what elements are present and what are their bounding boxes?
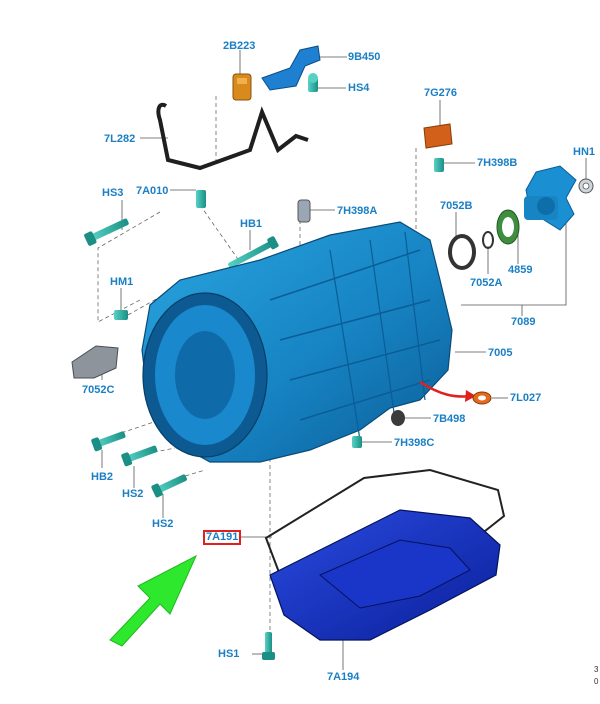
label-HS3[interactable]: HS3 <box>102 187 124 199</box>
label-7B498[interactable]: 7B498 <box>433 413 466 425</box>
connector-2B223 <box>232 73 252 101</box>
transmission-case-7005 <box>141 221 453 463</box>
oil-pan-7A194 <box>269 509 501 641</box>
bolt-HS2-b <box>151 474 187 498</box>
label-7052B[interactable]: 7052B <box>440 200 473 212</box>
sensor-7H398B <box>434 158 444 172</box>
label-7A010[interactable]: 7A010 <box>136 185 169 197</box>
label-7052A[interactable]: 7052A <box>470 277 503 289</box>
bolt-HS4 <box>308 73 318 92</box>
label-7H398A[interactable]: 7H398A <box>337 205 378 217</box>
label-7H398B[interactable]: 7H398B <box>477 157 518 169</box>
label-HM1[interactable]: HM1 <box>110 276 134 288</box>
label-HS1[interactable]: HS1 <box>218 648 240 660</box>
ring-7052A <box>482 231 494 249</box>
part-7A010 <box>196 190 206 208</box>
label-HB1[interactable]: HB1 <box>240 218 263 230</box>
label-HS2-a[interactable]: HS2 <box>122 488 144 500</box>
label-2B223[interactable]: 2B223 <box>223 40 256 52</box>
ring-7052B <box>448 234 476 270</box>
breather-hose-7L282 <box>156 102 309 171</box>
bolt-HM1 <box>114 310 128 320</box>
corner-text-1: 3 <box>594 665 599 674</box>
label-7L282[interactable]: 7L282 <box>104 133 136 145</box>
leader-lines <box>101 50 587 670</box>
label-7L027[interactable]: 7L027 <box>510 392 542 404</box>
bolt-HS1 <box>262 632 275 660</box>
label-HS4[interactable]: HS4 <box>348 82 370 94</box>
bracket-7052C <box>71 345 119 379</box>
label-HN1[interactable]: HN1 <box>573 146 596 158</box>
bolt-HB1 <box>228 236 279 269</box>
label-HB2[interactable]: HB2 <box>91 471 114 483</box>
bracket-9B450 <box>261 45 321 91</box>
sensor-7H398C <box>352 436 362 448</box>
label-7005[interactable]: 7005 <box>488 347 513 359</box>
label-7A194[interactable]: 7A194 <box>327 671 360 683</box>
bolt-HB2 <box>91 431 126 452</box>
sensor-7H398A <box>297 199 311 223</box>
label-HS2-b[interactable]: HS2 <box>152 518 174 530</box>
label-7089[interactable]: 7089 <box>511 316 536 328</box>
label-7A191-highlighted[interactable]: 7A191 <box>203 530 242 545</box>
bolt-HS2-a <box>121 445 158 467</box>
plug-7B498 <box>391 410 405 426</box>
label-7H398C[interactable]: 7H398C <box>394 437 435 449</box>
bolt-HS3 <box>84 218 129 246</box>
label-7G276[interactable]: 7G276 <box>424 87 458 99</box>
corner-text-2: 0 <box>594 677 599 686</box>
pointer-arrow <box>109 554 198 647</box>
label-4859[interactable]: 4859 <box>508 264 533 276</box>
flange-7089 <box>524 165 577 231</box>
label-9B450[interactable]: 9B450 <box>348 51 381 63</box>
label-7052C[interactable]: 7052C <box>82 384 115 396</box>
plug-7G276 <box>423 123 453 149</box>
